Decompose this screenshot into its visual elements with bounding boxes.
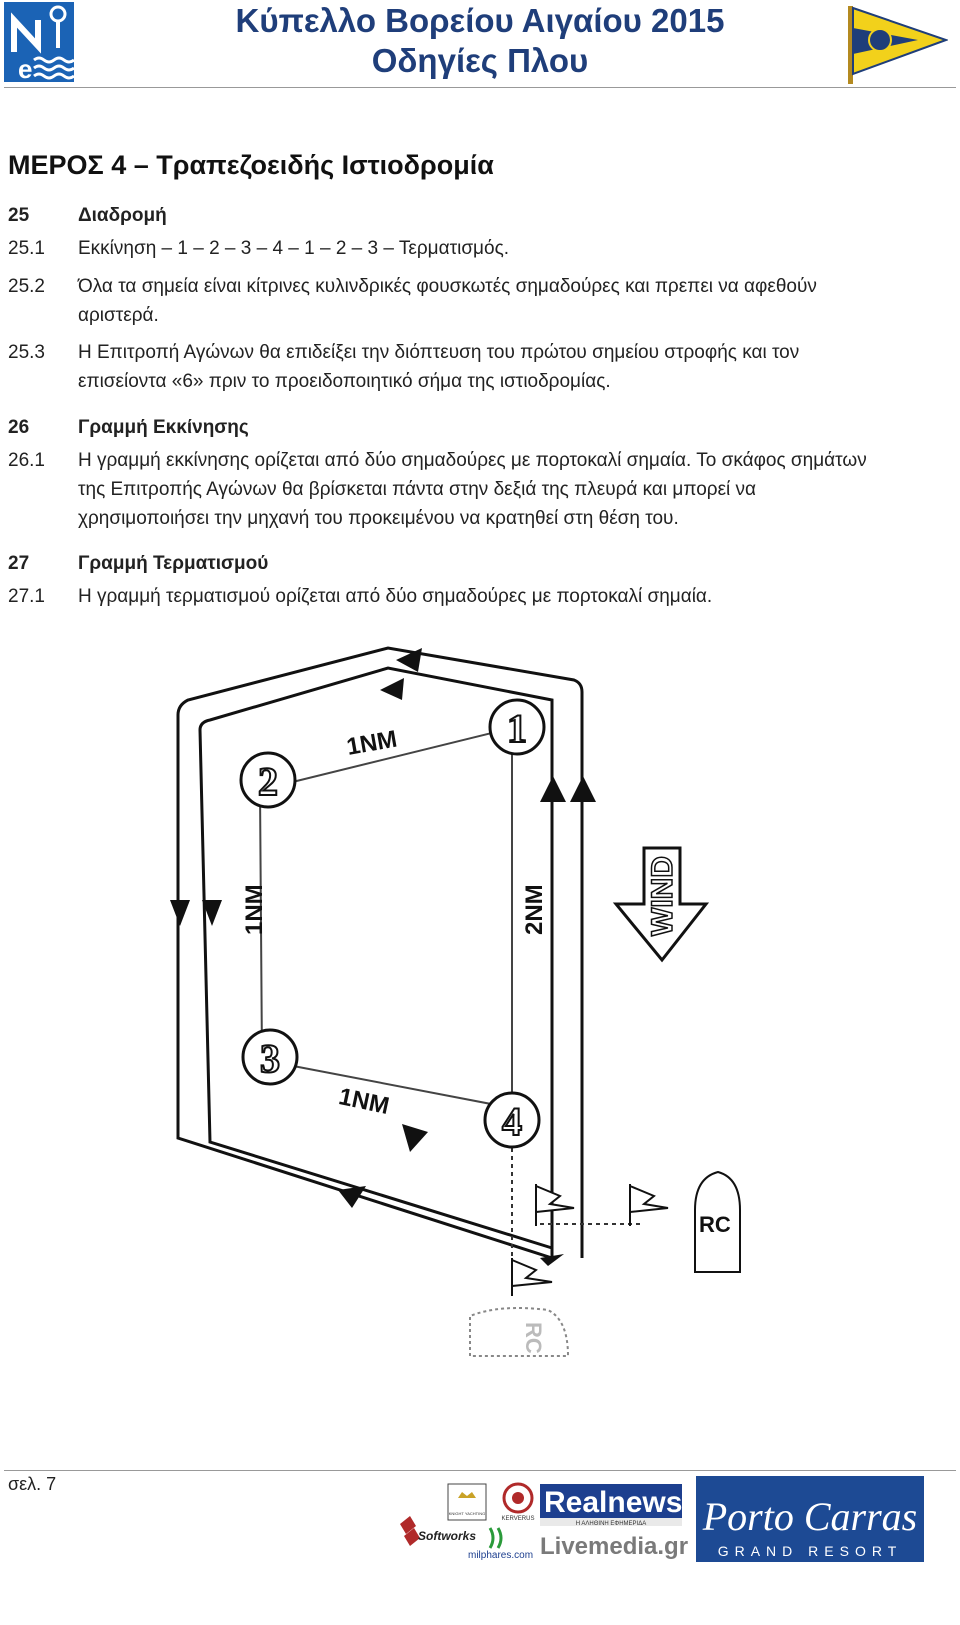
clause-text-line1: Η γραμμή εκκίνησης ορίζεται από δύο σημα… [78, 450, 867, 471]
softworks-logo: Softworks [400, 1516, 476, 1546]
mark-4-label: 4 [502, 1099, 522, 1144]
leg-top-label: 1NM [345, 726, 400, 761]
clause-number: 25.2 [8, 276, 45, 297]
leg-left-label: 1NM [241, 884, 268, 935]
knight-yachting-logo: KNIGHT YACHTING [447, 1483, 487, 1521]
clause-number: 25.3 [8, 342, 45, 363]
knight-yachting-name: KNIGHT YACHTING [449, 1511, 485, 1516]
milphares-name: milphares.com [468, 1550, 533, 1561]
porto-carras-logo: Porto Carras GRAND RESORT [696, 1476, 924, 1562]
realnews-logo: Realnews Η ΑΛΗΘΙΝΗ ΕΦΗΜΕΡΙΔΑ [540, 1484, 682, 1527]
club-pennant-logo [848, 6, 948, 84]
clause-number: 26.1 [8, 450, 45, 471]
wind-label: WIND [646, 856, 679, 936]
start-flag-right-icon [629, 1184, 669, 1226]
leg-right-label: 2NM [521, 884, 548, 935]
clause-text-line2: επισείοντα «6» πριν το προειδοποιητικό σ… [78, 371, 611, 392]
part-title: ΜΕΡΟΣ 4 – Τραπεζοειδής Ιστιοδρομία [8, 150, 494, 180]
rc-boat-label: RC [699, 1212, 731, 1237]
svg-text:e: e [18, 54, 32, 82]
porto-carras-tagline: GRAND RESORT [718, 1543, 903, 1559]
footer-divider [4, 1470, 956, 1471]
section-title: Γραμμή Εκκίνησης [78, 417, 249, 438]
section-number: 26 [8, 417, 30, 438]
section-title: Διαδρομή [78, 205, 167, 226]
header-title: Κύπελλο Βορείου Αιγαίου 2015 [235, 2, 725, 39]
header-subtitle: Οδηγίες Πλου [371, 42, 589, 79]
clause-number: 27.1 [8, 586, 45, 607]
softworks-name: Softworks [418, 1529, 476, 1543]
clause-text-line3: χρησιμοποιήσει την μηχανή του προκειμένο… [78, 508, 679, 529]
nautical-club-logo: e [4, 2, 74, 82]
course-diagram: 1 2 3 4 1NM 1NM 2NM 1NM WIND RC RC [170, 646, 741, 1357]
kerverus-logo: KERVERUS [502, 1482, 535, 1522]
start-flag-left-icon [535, 1184, 575, 1226]
section-number: 25 [8, 205, 30, 226]
livemedia-logo: Livemedia.gr [540, 1533, 688, 1560]
section-title: Γραμμή Τερματισμού [78, 553, 269, 574]
header-divider [4, 87, 956, 88]
realnews-tagline: Η ΑΛΗΘΙΝΗ ΕΦΗΜΕΡΙΔΑ [576, 1521, 646, 1527]
kerverus-name: KERVERUS [502, 1516, 535, 1522]
mark-2-label: 2 [258, 759, 278, 804]
mark-3-label: 3 [260, 1036, 280, 1081]
rc-finish-boat-label: RC [521, 1322, 546, 1354]
clause-text: Η γραμμή τερματισμού ορίζεται από δύο ση… [78, 586, 713, 607]
clause-text-line1: Η Επιτροπή Αγώνων θα επιδείξει την διόπτ… [78, 342, 800, 363]
flag-icons [511, 1184, 669, 1296]
clause-text-line2: αριστερά. [78, 305, 159, 326]
milphares-logo: milphares.com [468, 1527, 533, 1561]
clause-number: 25.1 [8, 238, 45, 259]
mark-1-label: 1 [507, 706, 527, 751]
finish-flag-icon [511, 1258, 553, 1296]
clause-text-line1: Όλα τα σημεία είναι κίτρινες κυλινδρικές… [78, 276, 817, 297]
clause-text-line2: της Επιτροπής Αγώνων θα βρίσκεται πάντα … [78, 479, 757, 500]
section-number: 27 [8, 553, 30, 574]
porto-carras-name: Porto Carras [702, 1494, 918, 1539]
leg-bottom-label: 1NM [336, 1083, 391, 1120]
clause-text: Εκκίνηση – 1 – 2 – 3 – 4 – 1 – 2 – 3 – Τ… [78, 238, 510, 259]
page-number: σελ. 7 [8, 1474, 57, 1494]
realnews-name: Realnews [544, 1486, 682, 1519]
